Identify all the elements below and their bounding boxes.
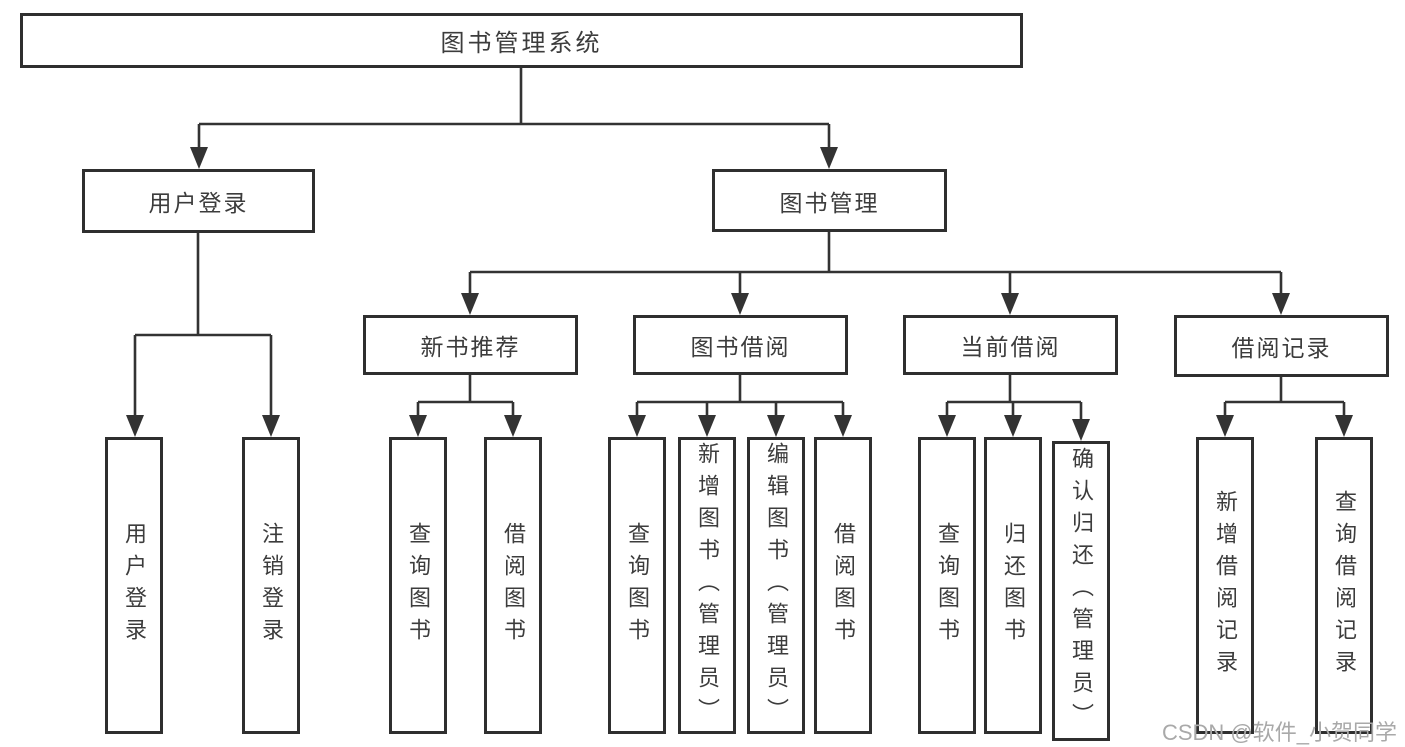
arrowhead (731, 293, 749, 315)
leaf-logout: 注销登录 (242, 437, 300, 734)
node-library-management-system: 图书管理系统 (20, 13, 1023, 68)
connector-current-borrow (945, 375, 1083, 421)
arrowhead (126, 415, 144, 437)
leaf-query-borrow-record: 查询借阅记录 (1315, 437, 1373, 734)
leaf-borrow-book: 借阅图书 (814, 437, 872, 734)
arrowhead (628, 415, 646, 437)
node-book-management-label: 图书管理 (779, 189, 880, 216)
node-new-book-recommend-label: 新书推荐 (420, 334, 521, 360)
connector-borrow-records (1223, 375, 1346, 418)
connector-book-management (468, 232, 1283, 296)
leaf-user-login-label: 用户登录 (122, 521, 147, 650)
node-current-borrow-label: 当前借阅 (960, 334, 1061, 360)
leaf-recommend-query-book-label: 查询图书 (406, 521, 431, 650)
arrowhead (1216, 415, 1234, 437)
connector-root (197, 68, 831, 150)
node-user-login: 用户登录 (82, 169, 315, 233)
node-borrow-records: 借阅记录 (1174, 315, 1389, 377)
leaf-add-book-admin-label: 新增图书（管理员） (695, 441, 720, 730)
connector-book-borrow (635, 375, 845, 418)
leaf-recommend-query-book: 查询图书 (389, 437, 447, 734)
leaf-add-borrow-record: 新增借阅记录 (1196, 437, 1254, 734)
leaf-add-book-admin: 新增图书（管理员） (678, 437, 736, 734)
arrowhead (767, 415, 785, 437)
leaf-recommend-borrow-book-label: 借阅图书 (501, 521, 526, 650)
arrowhead (938, 415, 956, 437)
connector-new-book-recommend (416, 375, 515, 418)
arrowhead (461, 293, 479, 315)
node-user-login-label: 用户登录 (148, 190, 249, 216)
leaf-confirm-return-admin-label: 确认归还（管理员） (1069, 447, 1094, 735)
arrowhead (1004, 415, 1022, 437)
arrowhead (1335, 415, 1353, 437)
arrowhead (1072, 419, 1090, 441)
leaf-add-borrow-record-label: 新增借阅记录 (1213, 489, 1238, 682)
node-new-book-recommend: 新书推荐 (363, 315, 578, 375)
node-borrow-records-label: 借阅记录 (1231, 335, 1332, 361)
arrowhead (698, 415, 716, 437)
arrowhead (409, 415, 427, 437)
csdn-watermark: CSDN @软件_小贺同学 (1161, 720, 1397, 745)
leaf-return-book: 归还图书 (984, 437, 1042, 734)
leaf-borrow-query-book: 查询图书 (608, 437, 666, 734)
arrowhead (834, 415, 852, 437)
node-current-borrow: 当前借阅 (903, 315, 1118, 375)
leaf-current-query-book: 查询图书 (918, 437, 976, 734)
node-book-management: 图书管理 (712, 169, 947, 232)
node-book-borrow: 图书借阅 (633, 315, 848, 375)
node-book-borrow-label: 图书借阅 (690, 334, 791, 360)
leaf-current-query-book-label: 查询图书 (935, 521, 960, 650)
leaf-query-borrow-record-label: 查询借阅记录 (1332, 489, 1357, 682)
arrowhead (504, 415, 522, 437)
leaf-recommend-borrow-book: 借阅图书 (484, 437, 542, 734)
arrowhead (1001, 293, 1019, 315)
leaf-borrow-book-label: 借阅图书 (831, 521, 856, 650)
leaf-logout-label: 注销登录 (259, 521, 284, 650)
arrowhead (190, 147, 208, 169)
arrowhead (820, 147, 838, 169)
node-library-management-system-label: 图书管理系统 (440, 30, 603, 57)
leaf-user-login: 用户登录 (105, 437, 163, 734)
leaf-confirm-return-admin: 确认归还（管理员） (1052, 441, 1110, 741)
leaf-return-book-label: 归还图书 (1001, 521, 1026, 650)
arrowhead (1272, 293, 1290, 315)
arrowhead (262, 415, 280, 437)
connector-user-login (133, 233, 273, 418)
leaf-borrow-query-book-label: 查询图书 (625, 521, 650, 650)
leaf-edit-book-admin-label: 编辑图书（管理员） (764, 441, 789, 730)
leaf-edit-book-admin: 编辑图书（管理员） (747, 437, 805, 734)
